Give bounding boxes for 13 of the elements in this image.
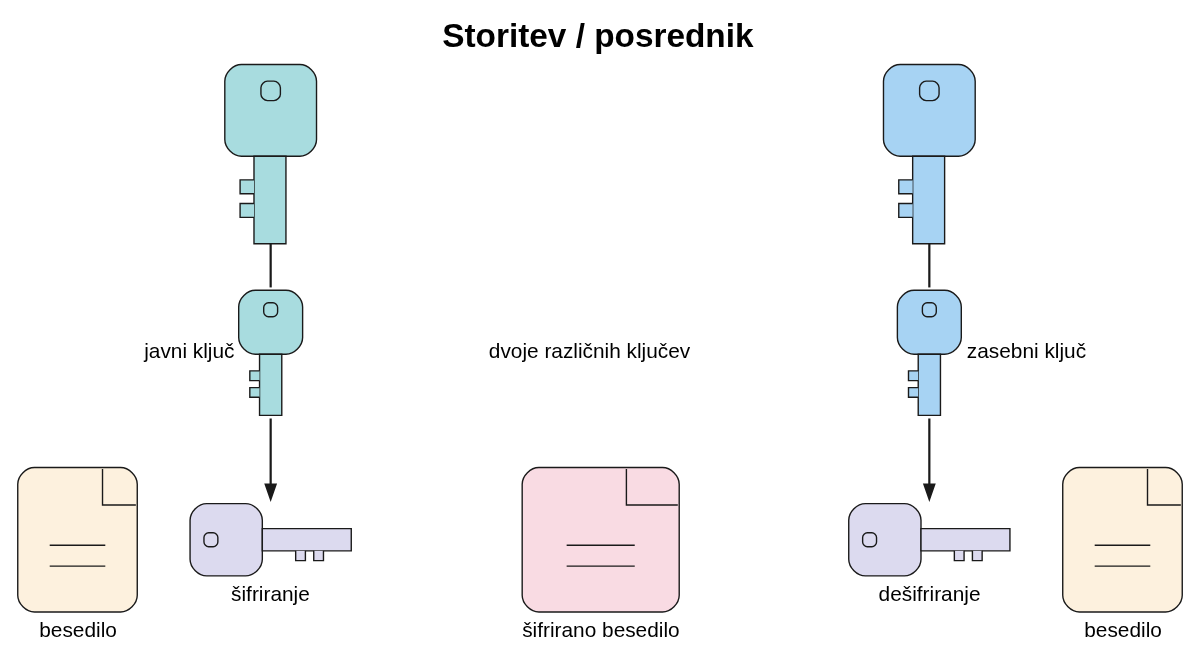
arrow [922,418,936,502]
node-label: šifriranje [231,581,310,605]
arrow [264,418,278,502]
diagram-title: Storitev / posrednik [442,16,754,54]
node-label: javni ključ [144,338,235,362]
label: dvoje različnih ključev [488,338,691,362]
node-label: besedilo [39,617,117,641]
node-label: besedilo [1084,617,1162,641]
node-label: zasebni ključ [966,338,1087,362]
connector [928,242,931,287]
node-label: dešifriranje [878,581,981,605]
node-label: šifrirano besedilo [522,617,680,641]
connector [269,242,272,287]
